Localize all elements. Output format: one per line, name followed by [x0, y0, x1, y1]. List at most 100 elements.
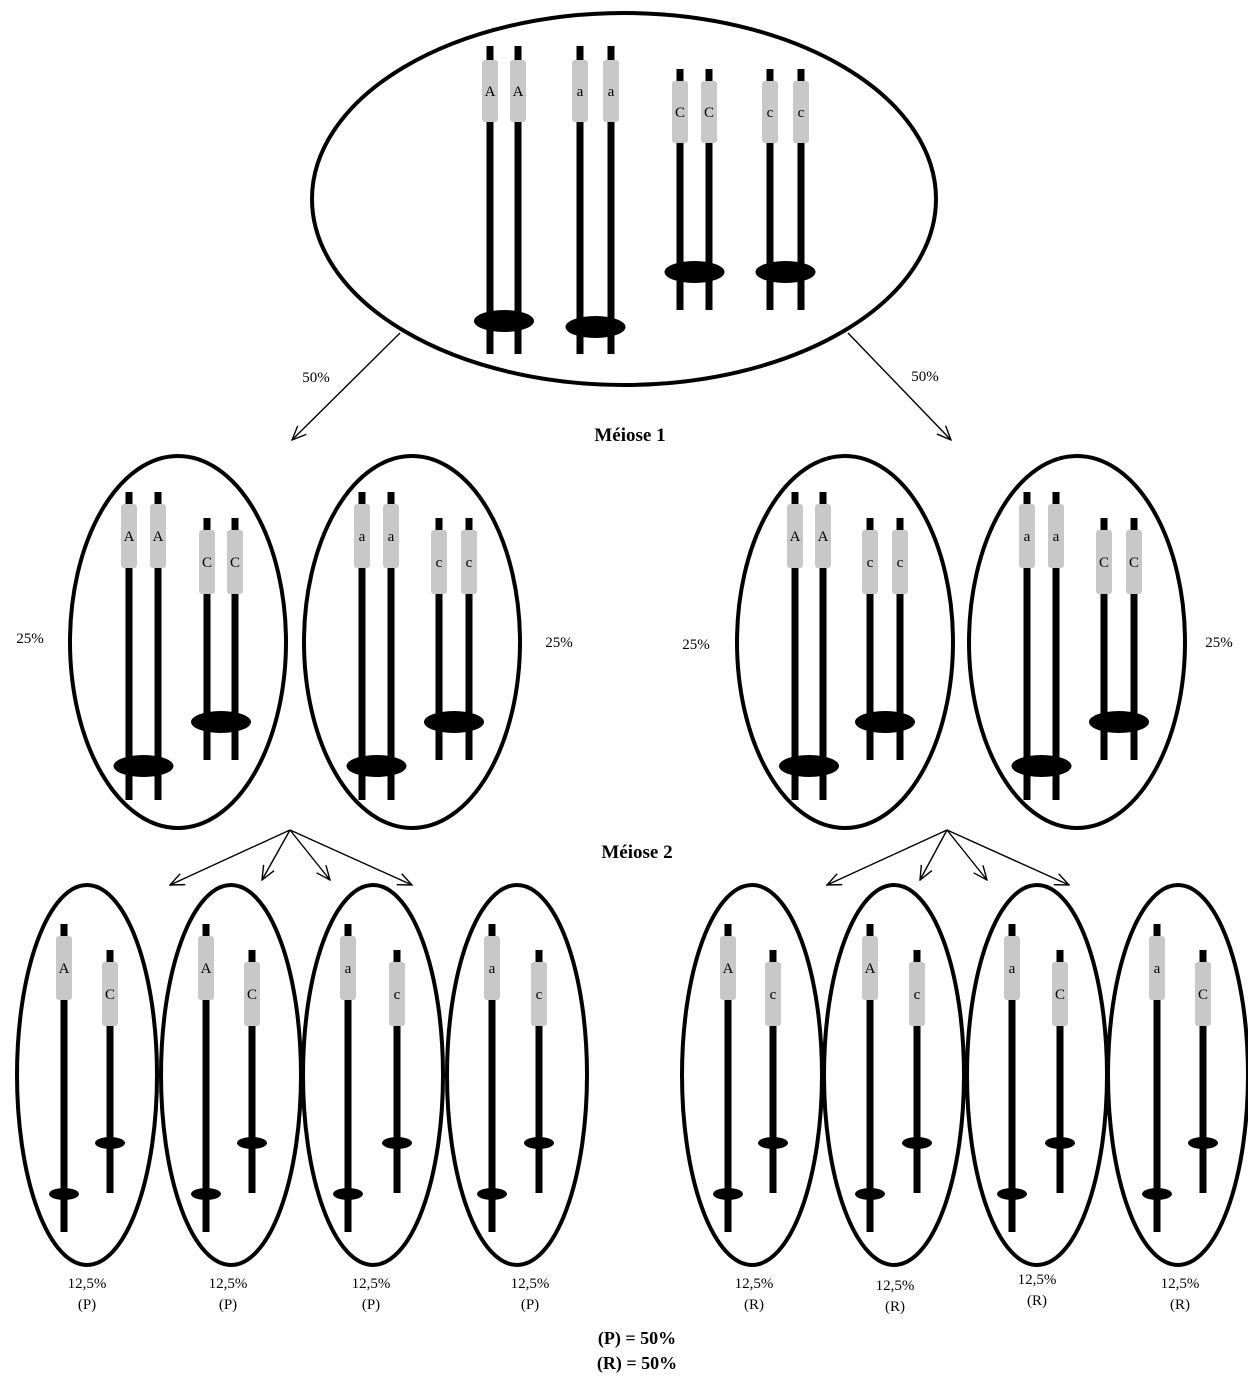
parent-chromosome-C-centromere: [665, 261, 725, 283]
parent-chromosome-C-chromatid-2-gene-label: C: [704, 105, 714, 121]
gamete-2-short-chromosome: C: [237, 950, 267, 1193]
meiosis1-cell-1-long-chromosome: AA: [114, 492, 174, 800]
meiosis1-cell-1-pct: 25%: [16, 631, 44, 647]
arrow-meiosis2-left-1: [170, 830, 290, 885]
top-branch-right-pct: 50%: [911, 369, 939, 385]
gamete-cell-5: [682, 885, 822, 1265]
arrow-meiosis2-right-3: [947, 830, 987, 880]
gamete-5-long-chromosome-centromere: [713, 1188, 743, 1200]
gamete-5-long-chromosome: A: [713, 924, 743, 1232]
gamete-7-short-chromosome-gene-label: C: [1055, 987, 1065, 1003]
meiosis1-cell-3-short-chromosome-chromatid-2-gene-label: c: [897, 555, 904, 571]
gamete-2-long-chromosome-centromere: [191, 1188, 221, 1200]
meiosis1-cell-1-long-chromosome-chromatid-2-gene-label: A: [153, 529, 164, 545]
meiosis1-cell-1-short-chromosome-centromere: [191, 711, 251, 733]
meiosis1-cell-4-short-chromosome-chromatid-2-gene-label: C: [1129, 555, 1139, 571]
meiosis2-title: Méiose 2: [601, 842, 672, 863]
meiosis1-title: Méiose 1: [594, 425, 665, 446]
gamete-3-short-chromosome-centromere: [382, 1137, 412, 1149]
gamete-7-long-chromosome: a: [997, 924, 1027, 1232]
meiosis1-cell-2-pct: 25%: [545, 635, 573, 651]
gamete-2-short-chromosome-centromere: [237, 1137, 267, 1149]
gamete-2-type: (P): [219, 1297, 237, 1313]
gamete-6-short-chromosome-centromere: [902, 1137, 932, 1149]
gamete-7-long-chromosome-centromere: [997, 1188, 1027, 1200]
gamete-cell-4: [447, 885, 587, 1265]
meiosis1-cell-3-long-chromosome-chromatid-1-gene-label: A: [790, 529, 801, 545]
parent-chromosome-a-chromatid-2-gene-label: a: [608, 84, 615, 100]
meiosis1-cell-2-short-chromosome-chromatid-2-gene-label: c: [466, 555, 473, 571]
arrow-meiosis2-left-3: [290, 830, 330, 880]
meiosis1-cell-3-long-chromosome-centromere: [779, 755, 839, 777]
meiosis1-cell-3-short-chromosome-chromatid-1-gene-label: c: [867, 555, 874, 571]
gamete-3-long-chromosome-gene-label: a: [345, 961, 352, 977]
meiosis1-cell-1-short-chromosome-chromatid-2-gene-label: C: [230, 555, 240, 571]
meiosis1-cell-3-pct: 25%: [682, 637, 710, 653]
meiosis1-cell-3-long-chromosome-chromatid-2-gene-label: A: [818, 529, 829, 545]
gamete-1-short-chromosome-gene-label: C: [105, 987, 115, 1003]
gamete-4-short-chromosome-gene-label: c: [536, 987, 543, 1003]
meiosis1-cell-2-long-chromosome: aa: [347, 492, 407, 800]
gamete-cell-7: [967, 885, 1107, 1265]
arrow-right-branch: [848, 333, 951, 440]
gamete-7-type: (R): [1027, 1293, 1047, 1309]
arrow-meiosis2-left-4: [290, 830, 412, 885]
gamete-cell-6: [824, 885, 964, 1265]
parent-chromosome-A-chromatid-1-gene-label: A: [485, 84, 496, 100]
gamete-8-pct: 12,5%: [1161, 1276, 1200, 1292]
parent-chromosome-a-chromatid-1-gene-label: a: [577, 84, 584, 100]
top-branch-left-pct: 50%: [302, 370, 330, 386]
meiosis1-cell-2-long-chromosome-centromere: [347, 755, 407, 777]
meiosis1-cell-3: [737, 456, 953, 828]
gamete-6-long-chromosome: A: [855, 924, 885, 1232]
arrow-meiosis2-right-4: [947, 830, 1069, 885]
gamete-4-short-chromosome: c: [524, 950, 554, 1193]
meiosis1-cell-2-long-chromosome-chromatid-2-gene-label: a: [388, 529, 395, 545]
gamete-5-type: (R): [744, 1297, 764, 1313]
parent-chromosome-A-centromere: [474, 310, 534, 332]
gamete-3-short-chromosome-gene-label: c: [394, 987, 401, 1003]
parent-chromosome-a-centromere: [566, 316, 626, 338]
gamete-7-pct: 12,5%: [1018, 1272, 1057, 1288]
gamete-cell-3: [303, 885, 443, 1265]
gamete-4-pct: 12,5%: [511, 1276, 550, 1292]
arrow-left-branch: [292, 333, 400, 440]
meiosis1-cell-3-short-chromosome: cc: [855, 518, 915, 760]
gamete-1-short-chromosome-centromere: [95, 1137, 125, 1149]
meiosis1-cell-4-short-chromosome-chromatid-1-gene-label: C: [1099, 555, 1109, 571]
meiosis1-cell-4-short-chromosome: CC: [1089, 518, 1149, 760]
meiosis1-cell-4-long-chromosome-chromatid-2-gene-label: a: [1053, 529, 1060, 545]
gamete-4-type: (P): [521, 1297, 539, 1313]
gamete-5-pct: 12,5%: [735, 1276, 774, 1292]
meiosis1-cell-4-short-chromosome-centromere: [1089, 711, 1149, 733]
gamete-8-long-chromosome-centromere: [1142, 1188, 1172, 1200]
gamete-1-long-chromosome-centromere: [49, 1188, 79, 1200]
gamete-8-short-chromosome: C: [1188, 950, 1218, 1193]
gamete-5-short-chromosome: c: [758, 950, 788, 1193]
gamete-8-long-chromosome-gene-label: a: [1154, 961, 1161, 977]
parent-chromosome-C: CC: [665, 69, 725, 310]
gamete-4-long-chromosome: a: [477, 924, 507, 1232]
gamete-7-short-chromosome: C: [1045, 950, 1075, 1193]
meiosis1-cell-1: [70, 456, 286, 828]
parent-chromosome-C-chromatid-1-gene-label: C: [675, 105, 685, 121]
gamete-8-short-chromosome-gene-label: C: [1198, 987, 1208, 1003]
meiosis1-cell-1-short-chromosome-chromatid-1-gene-label: C: [202, 555, 212, 571]
arrow-meiosis2-right-2: [920, 830, 947, 880]
gamete-2-long-chromosome: A: [191, 924, 221, 1232]
meiosis1-cell-3-short-chromosome-centromere: [855, 711, 915, 733]
arrow-meiosis2-left-2: [262, 830, 290, 880]
gamete-5-short-chromosome-gene-label: c: [770, 987, 777, 1003]
parent-chromosome-c-chromatid-2-gene-label: c: [798, 105, 805, 121]
gamete-2-pct: 12,5%: [209, 1276, 248, 1292]
meiosis1-cell-4: [969, 456, 1185, 828]
gamete-3-long-chromosome: a: [333, 924, 363, 1232]
gamete-6-type: (R): [885, 1299, 905, 1315]
parent-chromosome-c-chromatid-1-gene-label: c: [767, 105, 774, 121]
meiosis1-cell-4-long-chromosome-chromatid-1-gene-label: a: [1024, 529, 1031, 545]
parent-chromosome-c: cc: [756, 69, 816, 310]
meiosis1-cell-1-long-chromosome-chromatid-1-gene-label: A: [124, 529, 135, 545]
parent-chromosome-c-centromere: [756, 261, 816, 283]
